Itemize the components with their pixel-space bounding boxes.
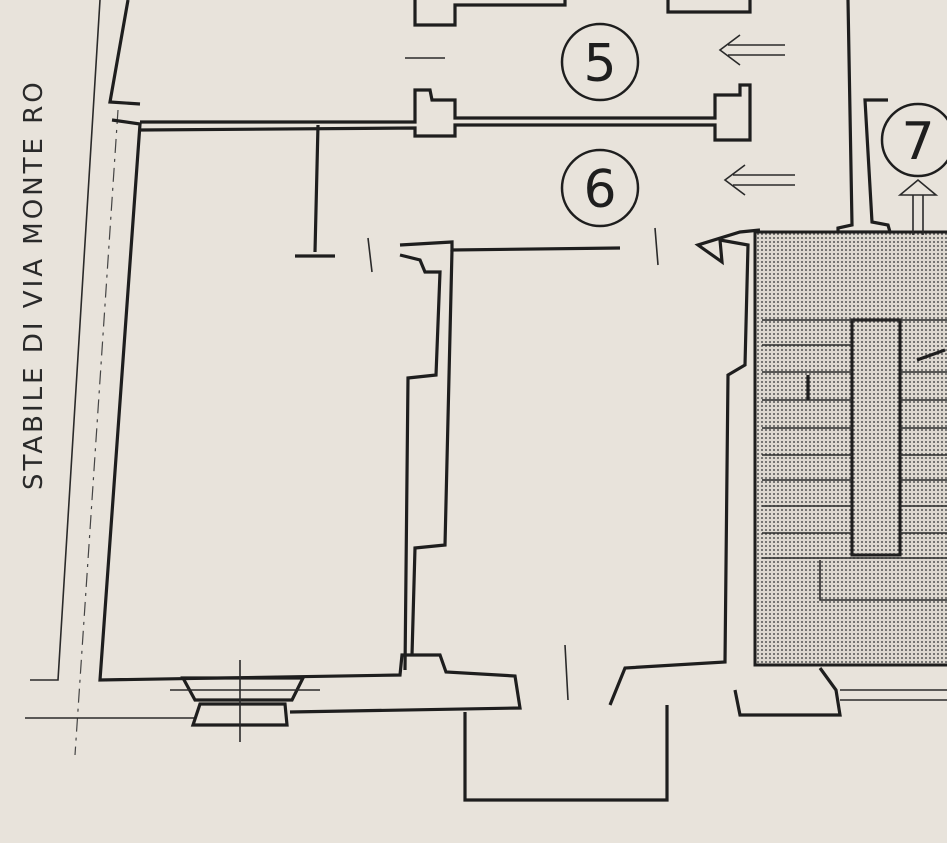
window (170, 660, 320, 742)
street-label: STABILE DI VIA MONTE RO (19, 79, 49, 490)
outer-left-wall (25, 0, 195, 756)
entrance-arrow-icon (723, 164, 795, 196)
balcony (463, 705, 669, 802)
entrance-arrow-icon (897, 178, 939, 235)
svg-text:5: 5 (583, 34, 616, 94)
interior-walls (98, 0, 947, 717)
room-5-label: 5 (560, 22, 640, 102)
room-7-label: 7 (880, 102, 947, 178)
svg-text:7: 7 (901, 112, 934, 172)
svg-text:6: 6 (583, 160, 616, 220)
staircase (753, 230, 947, 667)
entrance-arrow-icon (718, 34, 785, 66)
room-6-label: 6 (560, 148, 640, 228)
